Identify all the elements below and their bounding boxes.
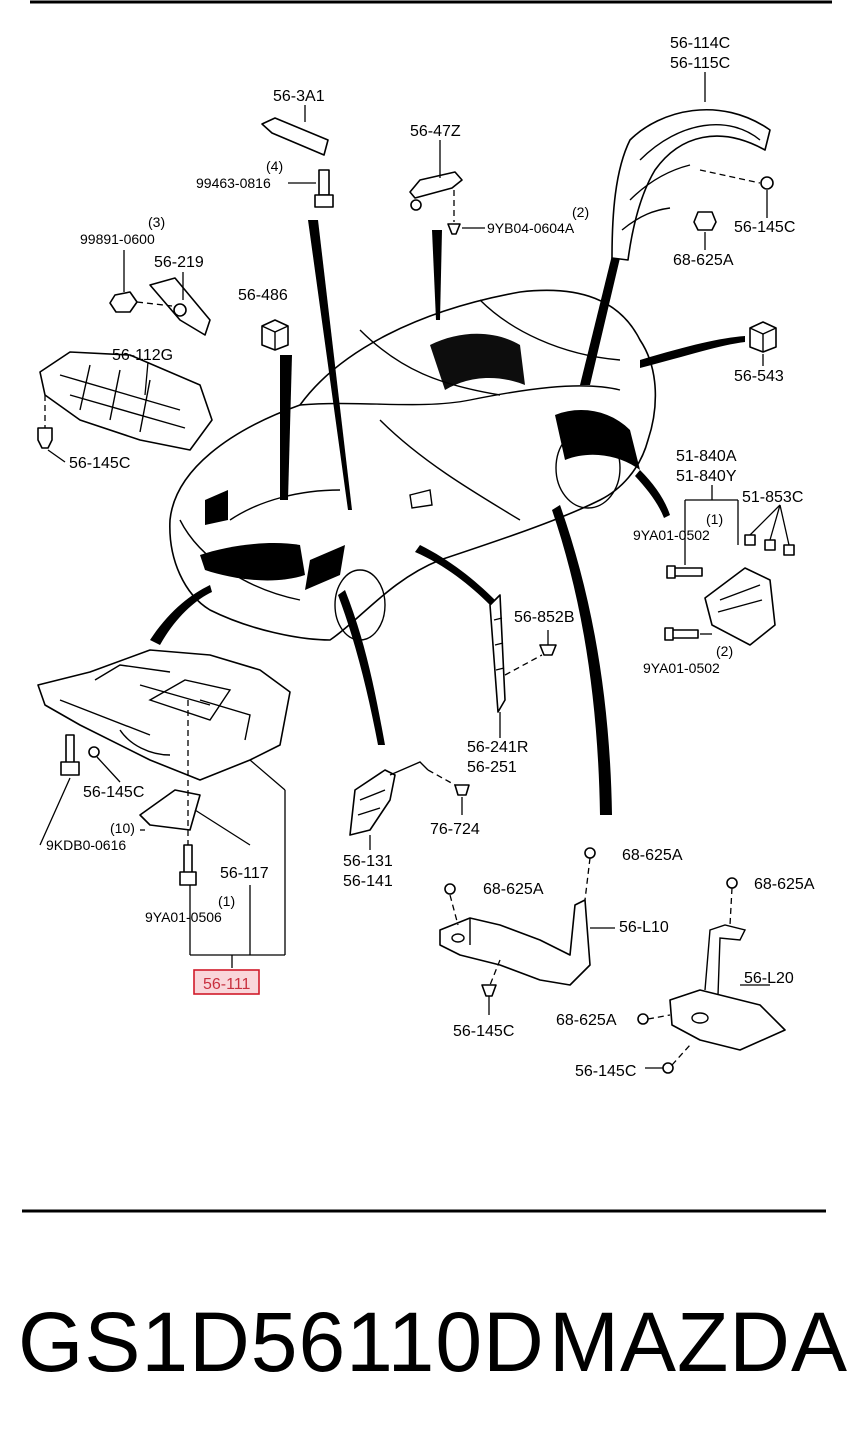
label-76-724: 76-724	[430, 821, 480, 838]
part-56-3a1	[261, 105, 334, 208]
label-51-853c: 51-853C	[742, 489, 803, 506]
label-68-625a-c: 68-625A	[483, 881, 544, 898]
label-9yb04-0604a: 9YB04-0604A	[487, 220, 575, 236]
label-56-145c-d: 56-145C	[453, 1023, 514, 1040]
part-56-219	[109, 250, 211, 336]
label-56-145c-b: 56-145C	[69, 455, 130, 472]
label-56-145c-e: 56-145C	[575, 1063, 636, 1080]
label-68-625a-a: 68-625A	[673, 252, 734, 269]
qty-1-a: (1)	[706, 511, 723, 527]
part-56-131	[349, 761, 470, 850]
label-56-141: 56-141	[343, 873, 393, 890]
label-9ya01-0502-b: 9YA01-0502	[643, 660, 720, 676]
label-56-111: 56-111	[203, 976, 251, 993]
label-56-114c: 56-114C	[670, 35, 730, 52]
label-9ya01-0506: 9YA01-0506	[145, 909, 222, 925]
part-labels: 56-114C 56-115C 56-3A1 56-47Z (4) 99463-…	[46, 35, 815, 1080]
label-56-543: 56-543	[734, 368, 784, 385]
part-56-543	[749, 321, 777, 366]
label-99463-0816: 99463-0816	[196, 175, 271, 191]
label-56-219: 56-219	[154, 254, 204, 271]
label-56-l10: 56-L10	[619, 919, 669, 936]
label-51-840y: 51-840Y	[676, 468, 737, 485]
part-56-241r	[489, 594, 557, 738]
callout-wedges	[150, 220, 745, 815]
part-56-486	[261, 319, 289, 351]
label-56-3a1: 56-3A1	[273, 88, 325, 105]
part-56-47z	[409, 140, 485, 235]
label-56-l20: 56-L20	[744, 970, 794, 987]
part-51-840	[664, 485, 795, 646]
label-56-131: 56-131	[343, 853, 393, 870]
footer-part-code: GS1D56110D	[18, 1295, 545, 1389]
label-68-625a-e: 68-625A	[556, 1012, 617, 1029]
footer-brand: MAZDA	[549, 1295, 848, 1389]
label-56-241r: 56-241R	[467, 739, 528, 756]
label-68-625a-b: 68-625A	[622, 847, 683, 864]
label-68-625a-d: 68-625A	[754, 876, 815, 893]
qty-2-a: (2)	[572, 204, 589, 220]
label-51-840a: 51-840A	[676, 448, 737, 465]
highlight-box-56-111	[193, 969, 260, 995]
qty-10: (10)	[110, 820, 135, 836]
label-56-112g: 56-112G	[112, 347, 173, 364]
label-56-47z: 56-47Z	[410, 123, 461, 140]
label-56-145c-c: 56-145C	[83, 784, 144, 801]
footer: GS1D56110D MAZDA	[0, 1300, 864, 1410]
part-56-112g	[37, 351, 213, 463]
label-56-117: 56-117	[220, 865, 269, 882]
label-56-852b: 56-852B	[514, 609, 575, 626]
label-9ya01-0502-a: 9YA01-0502	[633, 527, 710, 543]
label-56-145c-a: 56-145C	[734, 219, 795, 236]
label-56-115c: 56-115C	[670, 55, 730, 72]
qty-2-b: (2)	[716, 643, 733, 659]
label-56-251: 56-251	[467, 759, 517, 776]
qty-4: (4)	[266, 158, 283, 174]
qty-1-b: (1)	[218, 893, 235, 909]
label-99891-0600: 99891-0600	[80, 231, 155, 247]
qty-3: (3)	[148, 214, 165, 230]
part-56-111-undercover	[37, 649, 291, 968]
part-56-l20	[637, 877, 786, 1074]
part-fender-liner	[611, 72, 774, 261]
part-56-l10	[439, 847, 615, 1015]
label-56-486: 56-486	[238, 287, 288, 304]
car-body	[169, 289, 657, 641]
label-9kdb0-0616: 9KDB0-0616	[46, 837, 126, 853]
